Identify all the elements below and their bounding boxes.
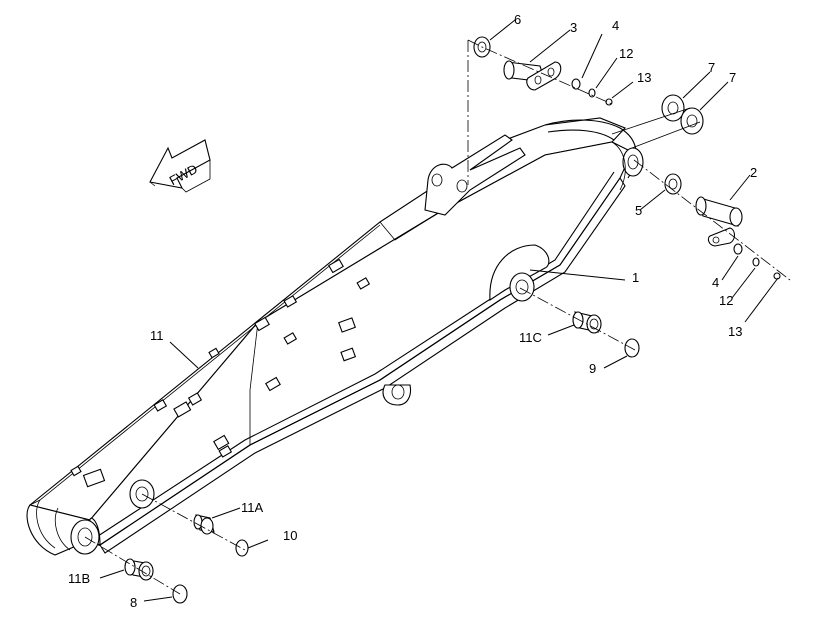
callout-11: 11 (150, 328, 164, 343)
callout-7-right: 7 (729, 70, 736, 85)
part-2-pin (695, 196, 743, 247)
part-7-shims (661, 94, 704, 135)
part-13-bolt-right (773, 272, 781, 280)
part-12-lockwasher-top (588, 88, 596, 98)
forward-direction-arrow: FWD (149, 139, 211, 193)
mounting-pads (70, 258, 371, 488)
callout-11c: 11C (519, 330, 542, 345)
callout-8: 8 (130, 595, 137, 610)
part-5-washer (664, 173, 682, 195)
callout-10: 10 (283, 528, 297, 543)
callout-13-right: 13 (728, 324, 742, 339)
callout-4-right: 4 (712, 275, 719, 290)
callout-4-top: 4 (612, 18, 619, 33)
callout-5: 5 (635, 203, 642, 218)
callout-11a: 11A (241, 500, 263, 515)
part-3-pin (503, 60, 562, 91)
callout-11b: 11B (68, 571, 90, 586)
boom-structure (26, 117, 644, 556)
callout-9: 9 (589, 361, 596, 376)
callout-2: 2 (750, 165, 757, 180)
part-11a-bushing (193, 514, 215, 535)
callout-7-left: 7 (708, 60, 715, 75)
callout-1: 1 (632, 270, 639, 285)
part-10-seal (235, 539, 249, 557)
part-13-bolt-top (605, 98, 613, 106)
part-12-lockwasher-right (752, 257, 760, 267)
callout-13-top: 13 (637, 70, 651, 85)
centerlines (84, 39, 791, 595)
leader-lines (99, 19, 779, 602)
callout-labels: 6 3 4 12 13 7 7 2 5 1 4 12 13 11C 9 11 1… (68, 12, 757, 610)
callout-3: 3 (570, 20, 577, 35)
part-4-washer-right (733, 243, 743, 255)
callout-12-top: 12 (619, 46, 633, 61)
callout-6: 6 (514, 12, 521, 27)
callout-12-right: 12 (719, 293, 733, 308)
part-4-washer-top (571, 78, 581, 90)
